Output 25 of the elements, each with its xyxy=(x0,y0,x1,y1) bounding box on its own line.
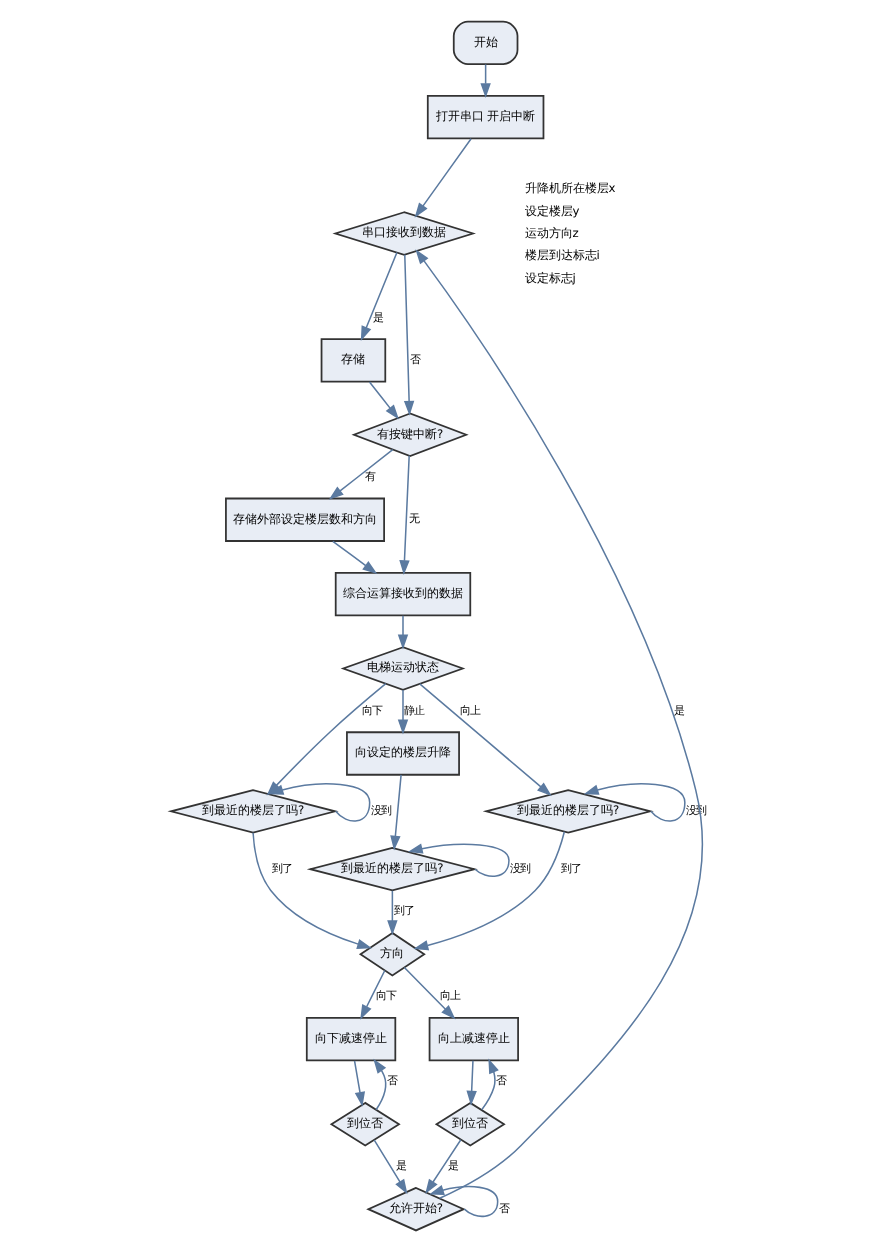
arrow xyxy=(480,63,491,99)
arrow xyxy=(403,966,456,1020)
arrow xyxy=(429,1185,499,1218)
arrow xyxy=(353,1060,366,1107)
arrow xyxy=(360,251,398,342)
arrow xyxy=(425,1138,462,1194)
arrow xyxy=(414,138,472,218)
arrow xyxy=(373,1139,408,1195)
arrow xyxy=(390,774,402,851)
arrow xyxy=(332,540,378,575)
arrow xyxy=(403,254,415,416)
arrow xyxy=(328,448,394,500)
arrow xyxy=(413,831,566,951)
arrow xyxy=(373,1058,387,1111)
arrow xyxy=(415,249,703,1200)
arrow xyxy=(368,381,399,420)
arrow xyxy=(419,683,552,797)
arrow xyxy=(397,689,409,735)
arrow xyxy=(399,455,410,576)
arrow xyxy=(387,890,398,936)
arrow xyxy=(466,1060,477,1106)
arrow xyxy=(360,969,386,1020)
arrow xyxy=(397,615,409,650)
arrow xyxy=(252,831,372,949)
arrow xyxy=(481,1058,499,1111)
